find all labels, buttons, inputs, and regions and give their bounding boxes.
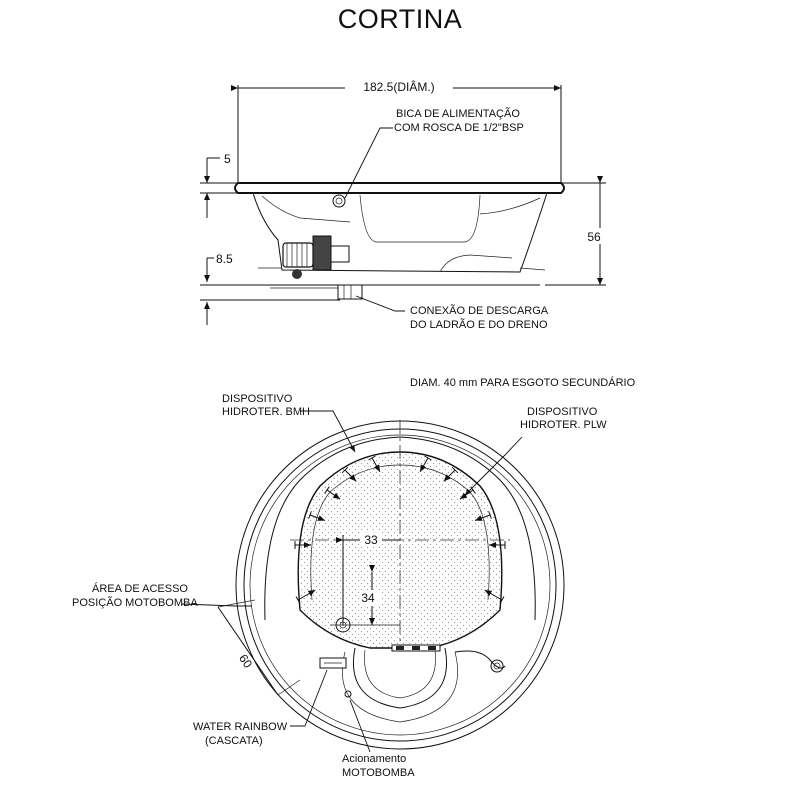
access-label-line2: POSIÇÃO MOTOBOMBA — [72, 596, 198, 609]
rainbow-label-line1: WATER RAINBOW — [193, 721, 288, 733]
base-label: 8.5 — [216, 252, 233, 266]
overflow-drain — [490, 659, 504, 673]
bmh-label-line2: HIDROTER. BMH — [222, 406, 310, 418]
pump-button — [344, 690, 352, 698]
plw-label-line1: DISPOSITIVO — [527, 406, 598, 418]
hydro-jets — [294, 455, 506, 604]
drain-label-line1: CONEXÃO DE DESCARGA — [410, 304, 549, 317]
access-dimension-line — [217, 606, 279, 696]
plw-label-line2: HIDROTER. PLW — [520, 419, 607, 431]
motor-pump — [282, 242, 314, 268]
pump-head — [312, 235, 332, 271]
tub-inner-seat — [359, 194, 481, 243]
rim-label: 5 — [224, 152, 231, 166]
plw-leader — [464, 436, 523, 496]
drawing-title: CORTINA — [338, 4, 463, 34]
pump-label-line2: MOTOBOMBA — [342, 767, 415, 779]
side-view: 182.5(DIÂM.) BICA DE ALIMENTAÇÃO COM ROS… — [200, 78, 606, 331]
height-label: 56 — [587, 230, 601, 244]
spout-label-line1: BICA DE ALIMENTAÇÃO — [396, 107, 520, 120]
dim-x-label: 33 — [364, 533, 378, 547]
access-dim-label: 60 — [236, 652, 255, 671]
spout-label-line2: COM ROSCA DE 1/2"BSP — [394, 122, 524, 134]
pump-leader — [349, 699, 371, 753]
rainbow-label-line2: (CASCATA) — [205, 735, 263, 747]
tub-shell — [252, 192, 548, 273]
drain-leader — [355, 295, 405, 312]
bmh-label-line1: DISPOSITIVO — [222, 393, 293, 405]
pump-label-line1: Acionamento — [342, 753, 406, 765]
tub-seat-lobe — [353, 647, 447, 709]
access-leader — [181, 603, 252, 607]
dim-y-label: 34 — [361, 591, 375, 605]
tub-rim — [234, 182, 565, 194]
secondary-drain-label: DIAM. 40 mm PARA ESGOTO SECUNDÁRIO — [410, 376, 636, 389]
drain-label-line2: DO LADRÃO E DO DRENO — [410, 318, 548, 331]
spout-leader — [344, 127, 393, 199]
rainbow-leader — [290, 669, 328, 727]
access-label-line1: ÁREA DE ACESSO — [92, 582, 188, 595]
spout-fitting — [332, 194, 346, 208]
bmh-leader — [300, 410, 356, 453]
top-view: DIAM. 40 mm PARA ESGOTO SECUNDÁRIO — [72, 376, 636, 779]
diameter-label: 182.5(DIÂM.) — [363, 79, 434, 94]
